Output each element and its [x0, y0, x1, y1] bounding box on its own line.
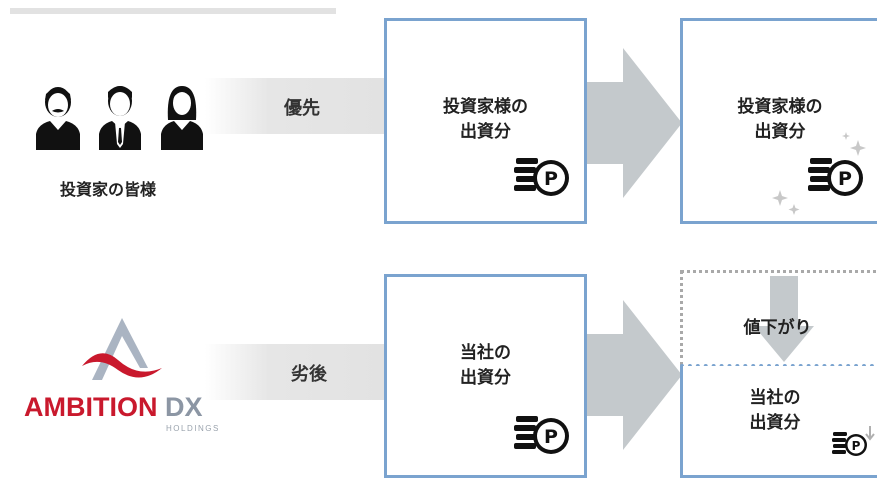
- company-share-after-line2: 出資分: [749, 413, 801, 433]
- top-divider: [10, 8, 336, 14]
- svg-text:P: P: [544, 426, 558, 448]
- value-drop-area: [680, 270, 877, 366]
- logo-dx-text: DX: [165, 392, 203, 422]
- subordinate-band: [205, 344, 388, 400]
- investor-share-line2: 出資分: [460, 122, 511, 142]
- investor-share-after-line1: 投資家様の: [737, 97, 823, 117]
- investor-caption: 投資家の皆様: [60, 180, 157, 199]
- priority-label: 優先: [284, 98, 320, 119]
- down-arrow-icon: [754, 276, 814, 362]
- svg-text:P: P: [544, 168, 558, 190]
- coin-stack-p-icon: P: [808, 158, 863, 196]
- investor-people-group: [36, 86, 203, 150]
- woman-icon: [161, 86, 203, 150]
- company-share-after-line1: 当社の: [749, 388, 801, 408]
- coin-stack-p-small-icon: P: [832, 426, 875, 456]
- company-share-box-after: 当社の 出資分: [680, 366, 877, 478]
- investor-share-line1: 投資家様の: [443, 97, 528, 117]
- man-mustache-icon: [36, 87, 80, 150]
- ambition-logo-text: AMBITION DX: [24, 392, 203, 423]
- priority-band: [205, 78, 388, 134]
- company-share-line2: 出資分: [460, 368, 511, 388]
- svg-text:P: P: [852, 439, 861, 453]
- svg-text:P: P: [838, 168, 852, 190]
- ambition-logo-mark: [82, 318, 162, 380]
- coin-stack-p-icon: P: [514, 158, 569, 196]
- logo-main-text: AMBITION: [24, 392, 158, 422]
- logo-sub-text: HOLDINGS: [166, 424, 220, 433]
- sparkle-icon: [772, 132, 866, 215]
- company-share-line1: 当社の: [460, 343, 511, 363]
- investor-share-after-line2: 出資分: [754, 122, 806, 142]
- subordinate-label: 劣後: [291, 364, 327, 385]
- flow-arrow-bottom: [587, 300, 682, 450]
- coin-stack-p-icon: P: [514, 416, 569, 454]
- value-drop-label: 値下がり: [743, 318, 812, 338]
- flow-arrow-top: [587, 48, 682, 198]
- investor-share-box-current: 投資家様の 出資分: [384, 18, 587, 224]
- man-suit-icon: [99, 86, 141, 150]
